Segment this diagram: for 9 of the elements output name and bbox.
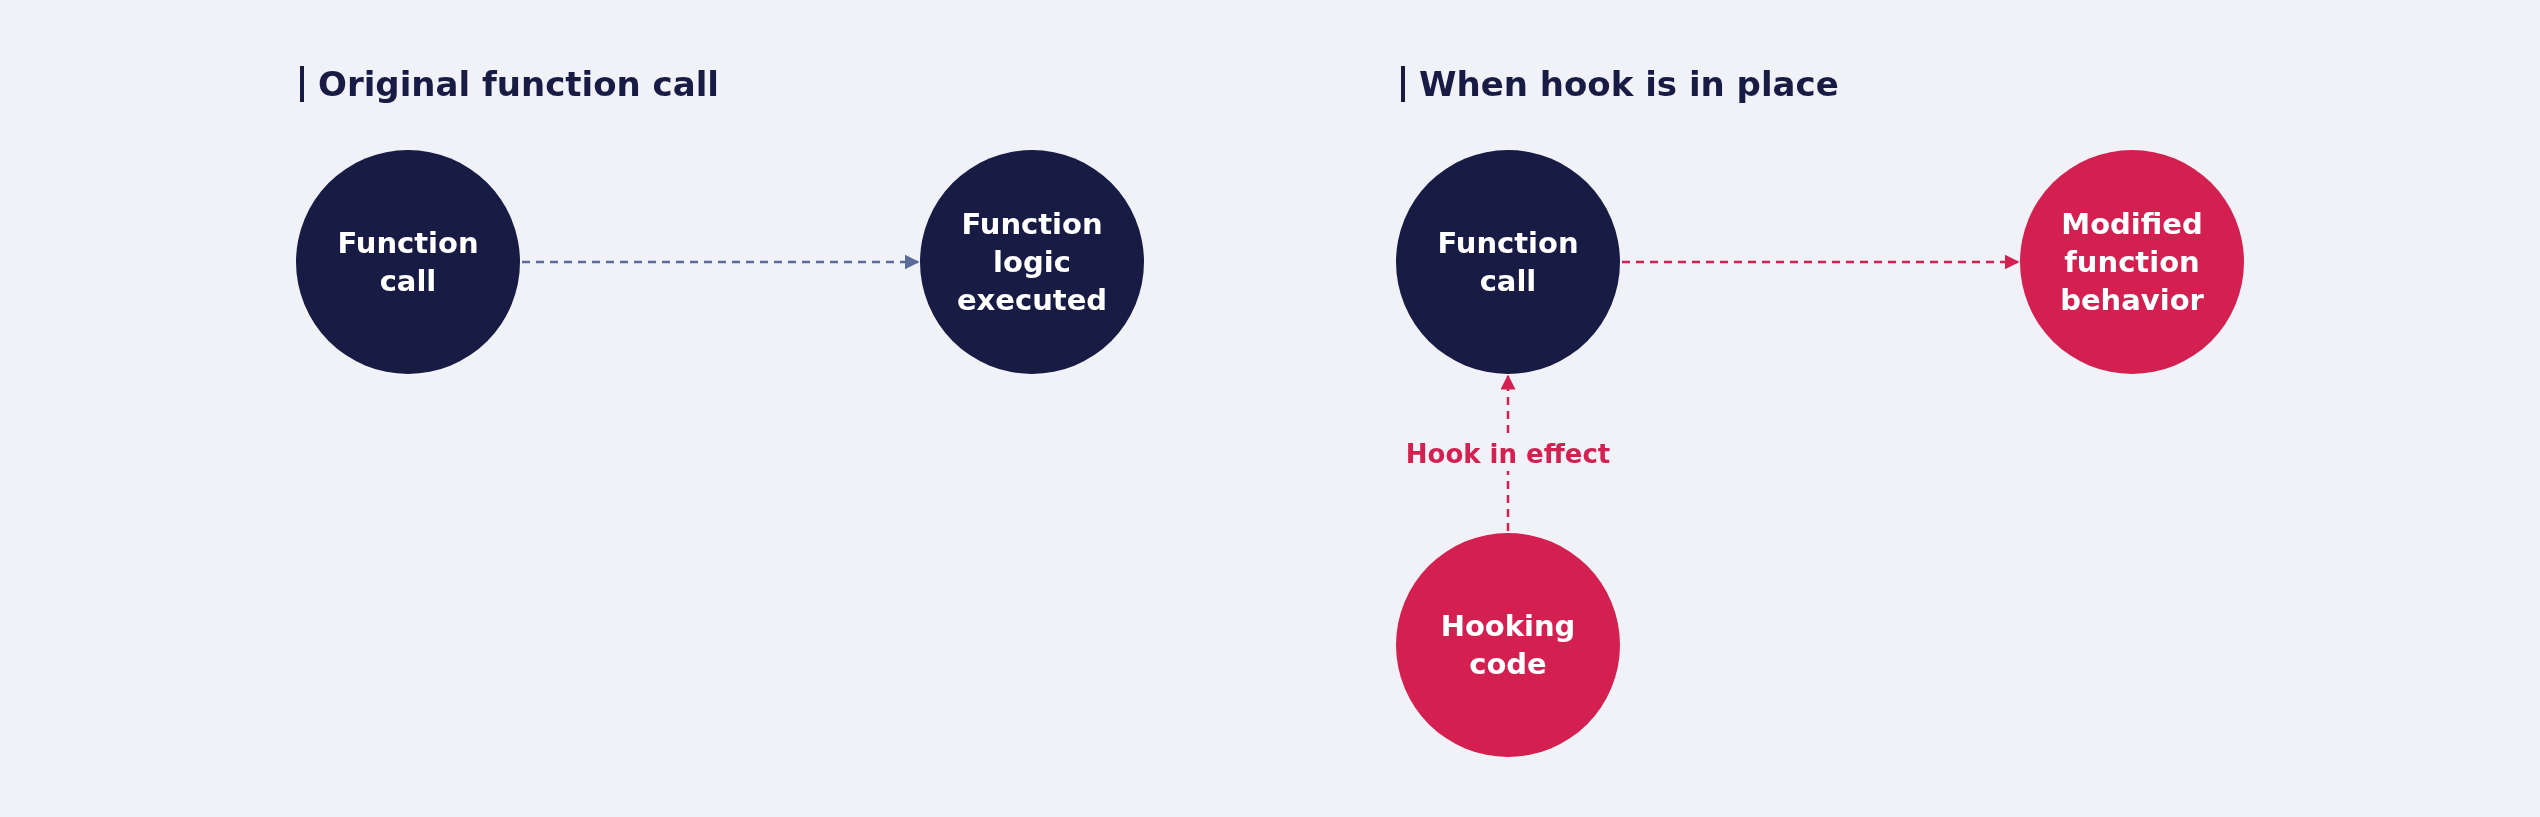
dashed-arrow	[522, 254, 920, 270]
node-label: Function logic executed	[955, 206, 1109, 319]
node-label: Modified function behavior	[2059, 206, 2205, 319]
node-label: Hooking code	[1439, 608, 1577, 683]
section-heading: When hook is in place	[1401, 66, 1839, 102]
section-heading: Original function call	[300, 66, 720, 102]
node-label: Function call	[1436, 225, 1580, 300]
node-label: Function call	[336, 225, 480, 300]
dashed-arrow	[1622, 254, 2020, 270]
